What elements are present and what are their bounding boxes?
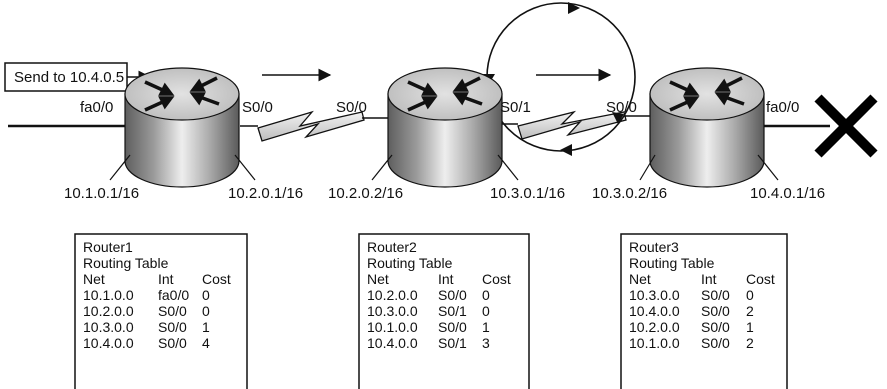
router2-ip-left: 10.2.0.2/16 bbox=[328, 185, 403, 202]
router1-table-title: Routing Table bbox=[83, 255, 169, 271]
router2-row1-net: 10.2.0.0 bbox=[367, 287, 418, 303]
router3-header-net: Net bbox=[629, 271, 651, 287]
send-message-box: Send to 10.4.0.5 bbox=[4, 62, 152, 92]
router1-row4-int: S0/0 bbox=[158, 335, 187, 351]
routing-table-router3: Router3 Routing Table Net Int Cost 10.3.… bbox=[620, 233, 788, 389]
router2-row2-net: 10.3.0.0 bbox=[367, 303, 418, 319]
router2-row3-int: S0/0 bbox=[438, 319, 467, 335]
router2-row4-net: 10.4.0.0 bbox=[367, 335, 418, 351]
router3-port-s0-0: S0/0 bbox=[606, 99, 637, 116]
router1-row2-cost: 0 bbox=[202, 303, 210, 319]
router1-row4-net: 10.4.0.0 bbox=[83, 335, 134, 351]
router1-row1-cost: 0 bbox=[202, 287, 210, 303]
router3-port-fa0-0: fa0/0 bbox=[766, 99, 799, 116]
router3-row1-cost: 0 bbox=[746, 287, 754, 303]
router3-row2-cost: 2 bbox=[746, 303, 754, 319]
router3-row4-cost: 2 bbox=[746, 335, 754, 351]
router3-row3-net: 10.2.0.0 bbox=[629, 319, 680, 335]
router3-row3-int: S0/0 bbox=[701, 319, 730, 335]
router-icon-3 bbox=[649, 67, 765, 188]
router1-row2-int: S0/0 bbox=[158, 303, 187, 319]
serial-link-r2-r3 bbox=[498, 110, 650, 140]
router1-row3-net: 10.3.0.0 bbox=[83, 319, 134, 335]
router1-row3-int: S0/0 bbox=[158, 319, 187, 335]
router2-row2-cost: 0 bbox=[482, 303, 490, 319]
router1-row2-net: 10.2.0.0 bbox=[83, 303, 134, 319]
router-icon-1 bbox=[124, 67, 240, 188]
router1-port-fa0-0: fa0/0 bbox=[80, 99, 113, 116]
router3-row4-int: S0/0 bbox=[701, 335, 730, 351]
router2-row2-int: S0/1 bbox=[438, 303, 467, 319]
router2-row3-net: 10.1.0.0 bbox=[367, 319, 418, 335]
router3-header-int: Int bbox=[701, 271, 717, 287]
router-icon-2 bbox=[387, 67, 503, 188]
link-down-x-icon bbox=[814, 94, 878, 158]
router2-port-s0-0: S0/0 bbox=[336, 99, 367, 116]
router3-row2-net: 10.4.0.0 bbox=[629, 303, 680, 319]
router1-row3-cost: 1 bbox=[202, 319, 210, 335]
router1-table-name: Router1 bbox=[83, 239, 133, 255]
router1-ip-right: 10.2.0.1/16 bbox=[228, 185, 303, 202]
router1-header-net: Net bbox=[83, 271, 105, 287]
router1-row1-net: 10.1.0.0 bbox=[83, 287, 134, 303]
router2-table-title: Routing Table bbox=[367, 255, 453, 271]
router3-ip-left: 10.3.0.2/16 bbox=[592, 185, 667, 202]
router3-row2-int: S0/0 bbox=[701, 303, 730, 319]
router3-row4-net: 10.1.0.0 bbox=[629, 335, 680, 351]
router2-row4-cost: 3 bbox=[482, 335, 490, 351]
router3-table-name: Router3 bbox=[629, 239, 679, 255]
router2-header-int: Int bbox=[438, 271, 454, 287]
router3-ip-right: 10.4.0.1/16 bbox=[750, 185, 825, 202]
router3-table-title: Routing Table bbox=[629, 255, 715, 271]
router2-row1-cost: 0 bbox=[482, 287, 490, 303]
router1-port-s0-0: S0/0 bbox=[242, 99, 273, 116]
router2-ip-right: 10.3.0.1/16 bbox=[490, 185, 565, 202]
router1-header-cost: Cost bbox=[202, 271, 231, 287]
send-message-text: Send to 10.4.0.5 bbox=[14, 69, 124, 86]
router1-ip-left: 10.1.0.1/16 bbox=[64, 185, 139, 202]
router2-header-net: Net bbox=[367, 271, 389, 287]
routing-table-router2: Router2 Routing Table Net Int Cost 10.2.… bbox=[358, 233, 530, 389]
router2-port-s0-1: S0/1 bbox=[500, 99, 531, 116]
router3-header-cost: Cost bbox=[746, 271, 775, 287]
router1-header-int: Int bbox=[158, 271, 174, 287]
routing-loop-arrow bbox=[483, 2, 636, 156]
router3-row1-net: 10.3.0.0 bbox=[629, 287, 680, 303]
router1-row4-cost: 4 bbox=[202, 335, 210, 351]
router2-row1-int: S0/0 bbox=[438, 287, 467, 303]
router3-row1-int: S0/0 bbox=[701, 287, 730, 303]
router2-table-name: Router2 bbox=[367, 239, 417, 255]
serial-link-r1-r2 bbox=[240, 110, 396, 142]
router2-row3-cost: 1 bbox=[482, 319, 490, 335]
router1-row1-int: fa0/0 bbox=[158, 287, 189, 303]
router2-header-cost: Cost bbox=[482, 271, 511, 287]
router3-row3-cost: 1 bbox=[746, 319, 754, 335]
router2-row4-int: S0/1 bbox=[438, 335, 467, 351]
routing-table-router1: Router1 Routing Table Net Int Cost 10.1.… bbox=[74, 233, 248, 389]
ip-leader-lines bbox=[109, 154, 779, 181]
